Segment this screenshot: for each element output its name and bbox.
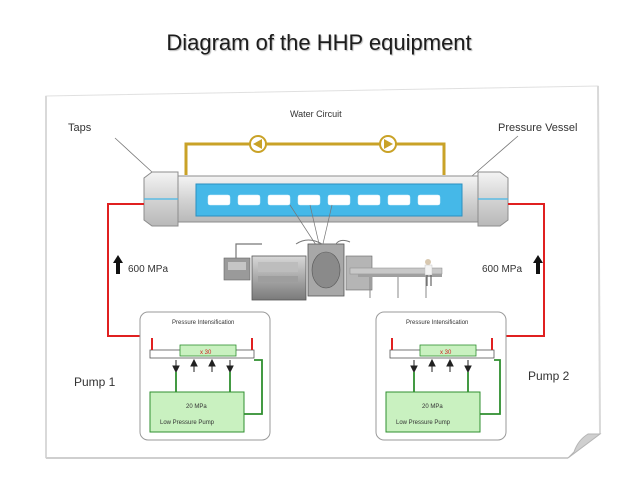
- pressure-vessel-label: Pressure Vessel: [498, 122, 577, 134]
- pump-type-left: Low Pressure Pump: [160, 420, 215, 426]
- ratio-label-right: x 30: [440, 350, 452, 356]
- pump-pressure-right: 20 MPa: [422, 404, 443, 410]
- pump-unit-right: Pressure Intensification x 30 20 MPa Low…: [375, 311, 507, 441]
- pump-type-right: Low Pressure Pump: [396, 420, 451, 426]
- taps-pointer-line: [114, 137, 153, 173]
- low-pressure-pump-right: [385, 391, 481, 433]
- water-circuit-label: Water Circuit: [290, 109, 342, 119]
- circulation-pump-icon-right: [379, 135, 397, 153]
- right-pressure-label: 600 MPa: [482, 264, 522, 275]
- intensifier-piston-left: [179, 344, 237, 357]
- page-curl: [567, 433, 602, 459]
- intensifier-title-right: Pressure Intensification: [406, 320, 468, 326]
- left-pressure-label: 600 MPa: [128, 264, 168, 275]
- flow-arrows-left: [172, 358, 234, 374]
- taps-label: Taps: [68, 122, 92, 134]
- intensifier-title-left: Pressure Intensification: [172, 320, 234, 326]
- intensifier-piston-right: [419, 344, 477, 357]
- up-arrow-icon-right: [533, 255, 543, 274]
- ratio-label-left: x 30: [200, 350, 212, 356]
- flow-arrows-right: [410, 358, 472, 374]
- pressure-vessel: [143, 171, 509, 227]
- low-pressure-line-right: [413, 359, 501, 415]
- circulation-pump-icon-left: [249, 135, 267, 153]
- pump-2-label: Pump 2: [528, 369, 570, 383]
- up-arrow-icon-left: [113, 255, 123, 274]
- low-pressure-line-left: [175, 359, 263, 415]
- pump-pressure-left: 20 MPa: [186, 404, 207, 410]
- pump-1-label: Pump 1: [74, 375, 116, 389]
- low-pressure-pump-left: [149, 391, 245, 433]
- product-packages: [207, 194, 441, 206]
- slide-title: Diagram of the HHP equipment: [166, 30, 472, 55]
- vessel-pointer-line: [471, 135, 519, 177]
- pump-unit-left: Pressure Intensification x 30 20 MPa Low…: [139, 311, 271, 441]
- water-circuit-loop: [184, 142, 446, 175]
- hhp-machine-image: [223, 239, 443, 301]
